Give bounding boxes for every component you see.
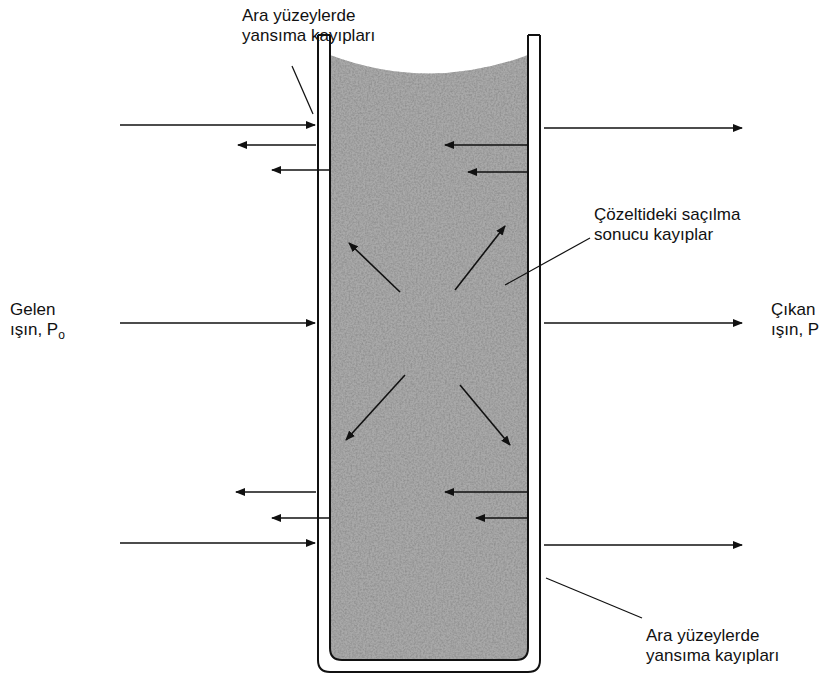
label-box: Ara yüzeylerde yansıma kayıpları — [646, 626, 806, 667]
ray-label: Gelen ışın, P — [10, 300, 58, 339]
label-box: Ara yüzeylerde yansıma kayıpları — [242, 6, 394, 47]
solution-texture — [330, 55, 528, 660]
callout-text: Ara yüzeylerde yansıma kayıpları — [646, 626, 779, 665]
solution — [330, 55, 528, 660]
label-box: Gelen ışın, Po — [10, 300, 80, 343]
label-box: Çözeltideki saçılma sonucu kayıplar — [594, 205, 770, 246]
cuvette-wall — [318, 35, 540, 672]
label-box: Çıkan ışın, P — [771, 300, 835, 341]
callout-text: Çözeltideki saçılma sonucu kayıplar — [594, 205, 740, 244]
ray-label: Çıkan ışın, P — [771, 300, 819, 339]
light-ray — [120, 125, 742, 545]
leader-line — [292, 66, 642, 618]
callout-text: Ara yüzeylerde yansıma kayıpları — [242, 6, 375, 45]
subscript: o — [58, 328, 65, 342]
